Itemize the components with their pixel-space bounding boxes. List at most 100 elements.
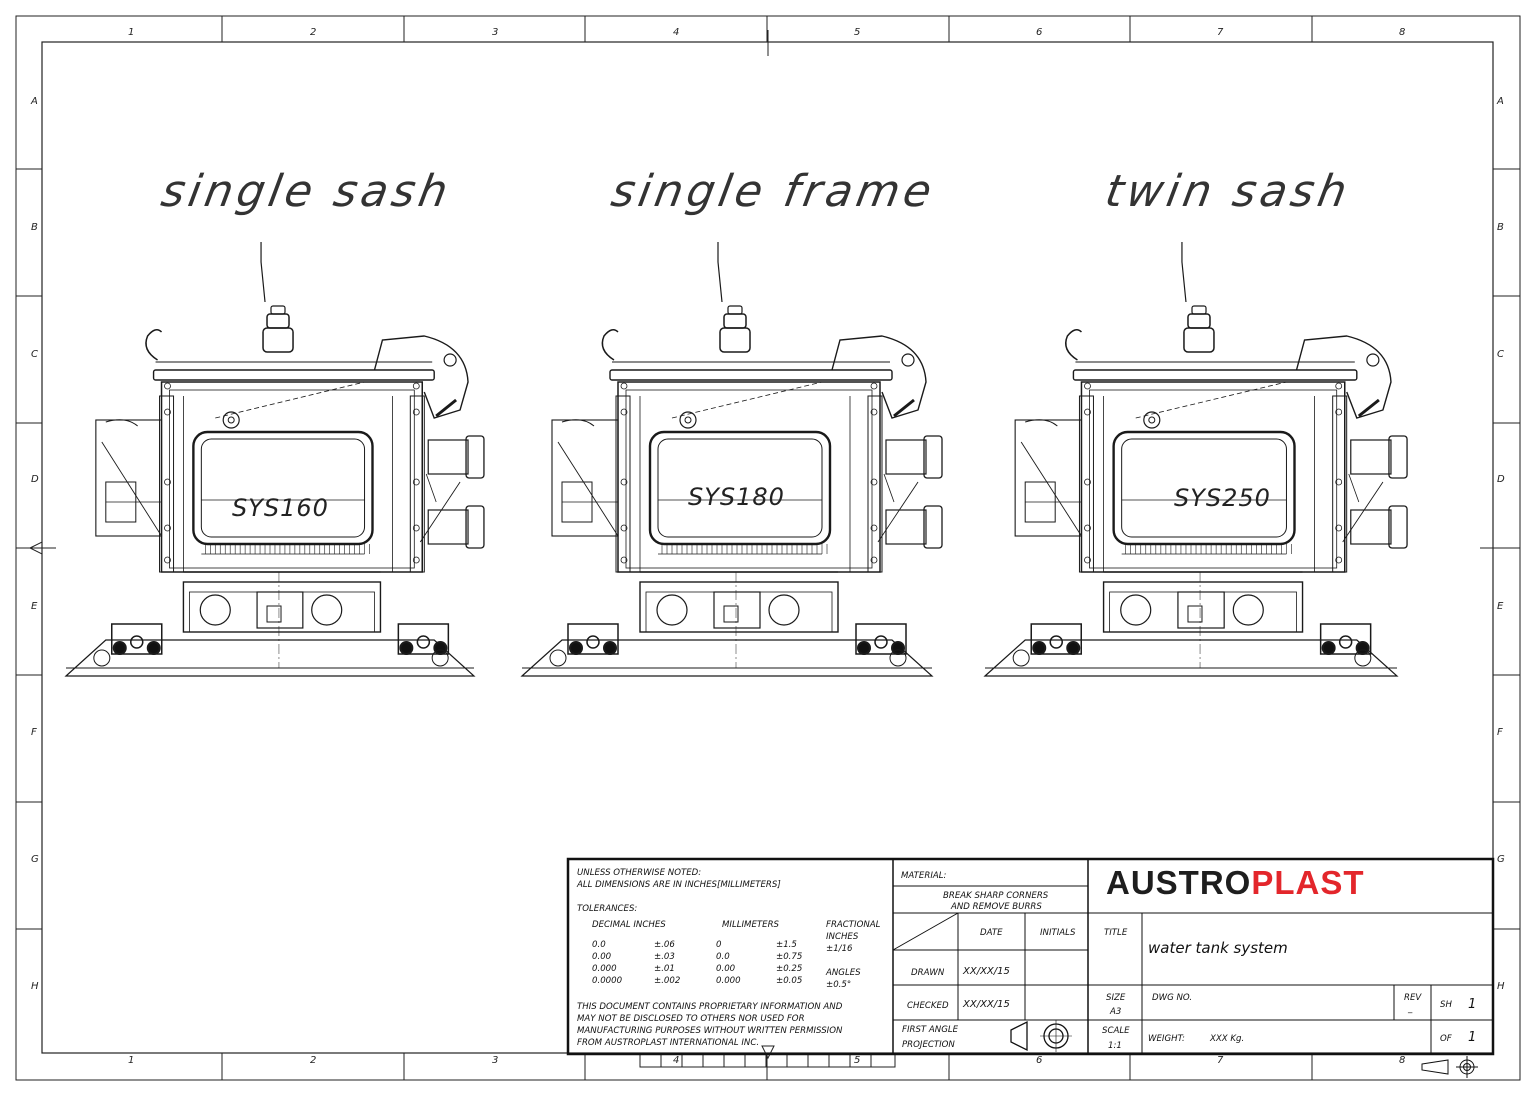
tolerance-cell: ±.002 (654, 976, 681, 986)
zone-col-label-top: 5 (854, 27, 861, 38)
zone-row-label-right: B (1497, 222, 1504, 233)
fractional-label: FRACTIONAL (826, 920, 881, 930)
logo-part-red: PLAST (1251, 864, 1365, 901)
zone-col-label-top: 6 (1036, 27, 1043, 38)
zone-col-label-top: 4 (673, 27, 680, 38)
zone-row-label-right: F (1497, 727, 1503, 738)
rev-value: _ (1408, 1004, 1413, 1014)
drawn-label: DRAWN (911, 968, 945, 978)
zone-col-label-top: 1 (128, 27, 135, 38)
tolerance-cell: ±.03 (654, 952, 675, 962)
weight-label: WEIGHT: (1148, 1034, 1185, 1044)
zone-col-label-bottom: 1 (128, 1055, 135, 1066)
tolerance-cell: ±1.5 (776, 940, 797, 950)
tolerance-cell: 0.000 (716, 976, 741, 986)
initials-header: INITIALS (1040, 928, 1076, 938)
machine-view-twin-sash (983, 242, 1408, 677)
title-label: TITLE (1104, 928, 1128, 938)
checked-label: CHECKED (907, 1001, 949, 1011)
zone-col-label-bottom: 3 (492, 1055, 499, 1066)
zone-col-label-bottom: 8 (1399, 1055, 1406, 1066)
zone-row-label-right: A (1497, 96, 1504, 107)
material-label: MATERIAL: (901, 871, 947, 881)
first-angle-line1: FIRST ANGLE (902, 1025, 959, 1035)
break-corners-line1: BREAK SHARP CORNERS (943, 891, 1049, 901)
zone-col-label-bottom: 5 (854, 1055, 861, 1066)
company-logo: AUSTROPLAST (1106, 864, 1365, 902)
tolerance-cell: 0.0 (716, 952, 730, 962)
notes-line1: UNLESS OTHERWISE NOTED: (577, 868, 702, 878)
model-label-3: SYS250 (1174, 484, 1271, 512)
zone-col-label-bottom: 2 (310, 1055, 317, 1066)
tolerance-cell: ±0.05 (776, 976, 803, 986)
first-angle-line2: PROJECTION (902, 1040, 955, 1050)
model-label-1: SYS160 (232, 494, 329, 522)
proprietary-line4: FROM AUSTROPLAST INTERNATIONAL INC. (577, 1038, 760, 1048)
tolerance-cell: ±.01 (654, 964, 675, 974)
tolerance-cell: 0 (716, 940, 722, 950)
scale-label: SCALE (1102, 1026, 1130, 1036)
tolerance-cell: ±.06 (654, 940, 675, 950)
rev-label: REV (1404, 993, 1422, 1003)
zone-row-label-left: E (31, 601, 38, 612)
break-corners-line2: AND REMOVE BURRS (951, 902, 1042, 912)
zone-row-label-left: D (31, 474, 39, 485)
proprietary-line1: THIS DOCUMENT CONTAINS PROPRIETARY INFOR… (577, 1002, 843, 1012)
zone-row-label-left: H (31, 981, 39, 992)
decimal-inches-label: DECIMAL INCHES (592, 920, 666, 930)
zone-row-label-left: B (31, 222, 38, 233)
tolerance-cell: 0.000 (592, 964, 617, 974)
zone-col-label-bottom: 7 (1217, 1055, 1224, 1066)
tolerance-cell: 0.00 (716, 964, 736, 974)
zone-col-label-top: 8 (1399, 27, 1406, 38)
orientation-arrow-left (20, 541, 56, 555)
date-header: DATE (980, 928, 1003, 938)
tolerances-label: TOLERANCES: (577, 904, 638, 914)
zone-row-label-right: D (1497, 474, 1505, 485)
projection-mark-corner-icon (1421, 1056, 1478, 1078)
zone-row-label-right: H (1497, 981, 1505, 992)
angles-value: ±0.5° (826, 980, 852, 990)
drawing-title: water tank system (1148, 939, 1288, 957)
zone-col-label-top: 3 (492, 27, 499, 38)
proprietary-line2: MAY NOT BE DISCLOSED TO OTHERS NOR USED … (577, 1014, 805, 1024)
zone-col-label-top: 2 (310, 27, 317, 38)
millimeters-label: MILLIMETERS (722, 920, 780, 930)
zone-row-label-right: C (1497, 349, 1504, 360)
zone-row-label-right: G (1497, 854, 1505, 865)
inches-label: INCHES (826, 932, 859, 942)
tolerance-cell: ±0.75 (776, 952, 803, 962)
of-label: OF (1440, 1034, 1452, 1044)
first-angle-projection-icon (1010, 1020, 1072, 1052)
zone-col-label-bottom: 4 (673, 1055, 680, 1066)
zone-row-label-left: A (31, 96, 38, 107)
zone-col-label-bottom: 6 (1036, 1055, 1043, 1066)
proprietary-line3: MANUFACTURING PURPOSES WITHOUT WRITTEN P… (577, 1026, 843, 1036)
machine-view-single-frame (520, 242, 943, 677)
zone-row-label-left: F (31, 727, 37, 738)
zone-row-label-left: G (31, 854, 39, 865)
machine-view-single-sash (64, 242, 485, 677)
scale-value: 1:1 (1108, 1041, 1122, 1051)
orientation-arrow-bottom (761, 1045, 775, 1060)
tolerance-cell: 0.00 (592, 952, 612, 962)
tolerance-cell: 0.0000 (592, 976, 623, 986)
angles-label: ANGLES (826, 968, 861, 978)
sheet-label: SH (1440, 1000, 1452, 1010)
zone-row-label-left: C (31, 349, 38, 360)
tolerance-cell: ±0.25 (776, 964, 803, 974)
zone-col-label-top: 7 (1217, 27, 1224, 38)
logo-part-dark: AUSTRO (1106, 864, 1252, 901)
drawn-date: XX/XX/15 (963, 966, 1010, 977)
notes-line2: ALL DIMENSIONS ARE IN INCHES[MILLIMETERS… (577, 880, 781, 890)
model-label-2: SYS180 (688, 483, 785, 511)
dwg-no-label: DWG NO. (1152, 993, 1193, 1003)
zone-row-label-right: E (1497, 601, 1504, 612)
of-value: 1 (1468, 1030, 1477, 1045)
size-value: A3 (1110, 1007, 1122, 1017)
tolerance-cell: 0.0 (592, 940, 606, 950)
size-label: SIZE (1106, 993, 1126, 1003)
sheet-value: 1 (1468, 997, 1477, 1012)
